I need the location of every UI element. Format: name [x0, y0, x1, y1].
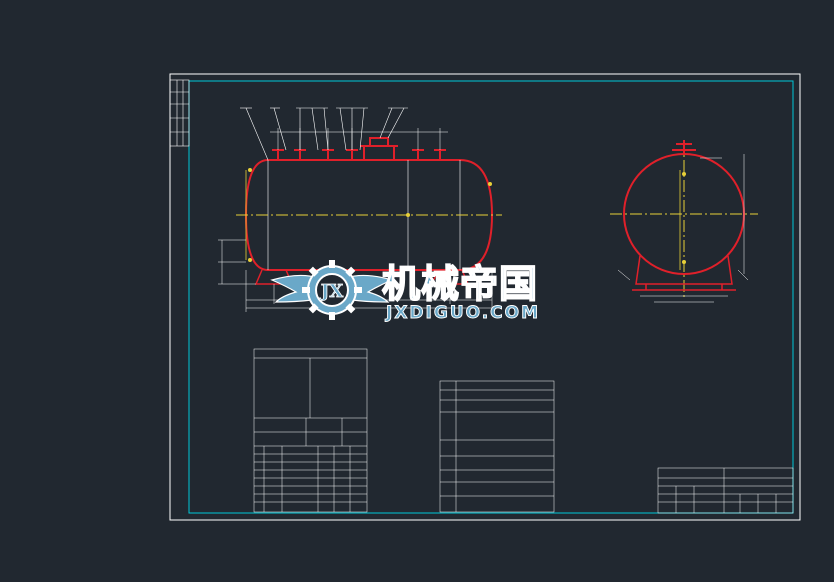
manhole: [360, 137, 398, 161]
top-nozzles: [272, 149, 446, 160]
technical-data-table: [439, 380, 555, 513]
front-view: [218, 107, 502, 312]
watermark-left-wing: [270, 274, 319, 303]
left-vertical-dimension: [218, 239, 256, 285]
title-block: [657, 467, 794, 514]
gear-icon: [302, 260, 362, 320]
side-view: [610, 140, 758, 303]
watermark-site-url: JXDIGUO.COM: [385, 303, 540, 323]
watermark-right-wing: [345, 274, 394, 303]
revision-strip: [169, 79, 190, 147]
watermark-chinese-title: 机械帝国: [382, 262, 538, 306]
leader-lines: [240, 107, 408, 161]
inner-frame: [188, 80, 794, 514]
outer-frame: [169, 73, 801, 521]
marker-dots: [248, 168, 492, 262]
watermark: JX 机械帝国 JXDIGUO.COM: [270, 260, 540, 323]
parts-list-table: [253, 348, 368, 513]
side-saddle: [632, 255, 736, 291]
top-dimension-chain: [270, 128, 448, 150]
watermark-logo-letters: JX: [319, 281, 344, 302]
